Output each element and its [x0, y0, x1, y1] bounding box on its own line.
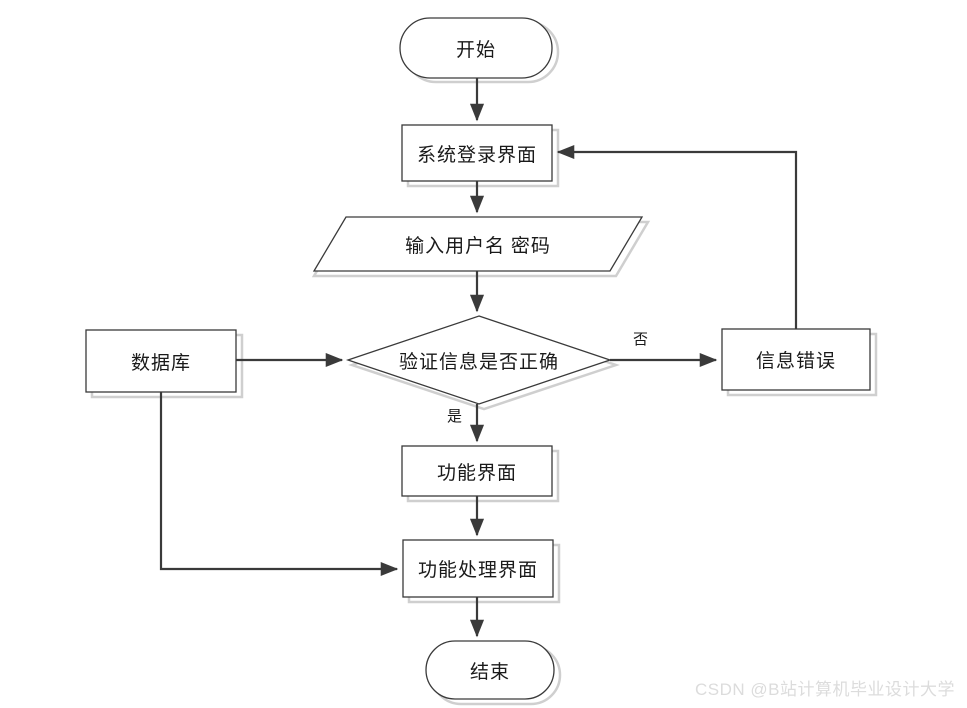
node-func[interactable]: [401, 445, 553, 497]
node-start[interactable]: [399, 17, 553, 79]
connectors: [159, 78, 798, 638]
node-input[interactable]: [312, 216, 644, 272]
node-end[interactable]: [425, 640, 555, 700]
edge-label-yes: 是: [447, 409, 463, 425]
node-error[interactable]: [721, 328, 871, 391]
watermark-text: CSDN @B站计算机毕业设计大学: [695, 680, 955, 699]
node-verify[interactable]: [345, 315, 613, 405]
edge-database-to-process: [159, 392, 399, 577]
node-database[interactable]: [85, 329, 237, 393]
shape-outlines: [85, 17, 871, 700]
node-process[interactable]: [402, 539, 554, 598]
node-login[interactable]: [401, 124, 553, 182]
edge-label-no: 否: [633, 332, 649, 348]
edge-error-to-login: [556, 144, 798, 329]
